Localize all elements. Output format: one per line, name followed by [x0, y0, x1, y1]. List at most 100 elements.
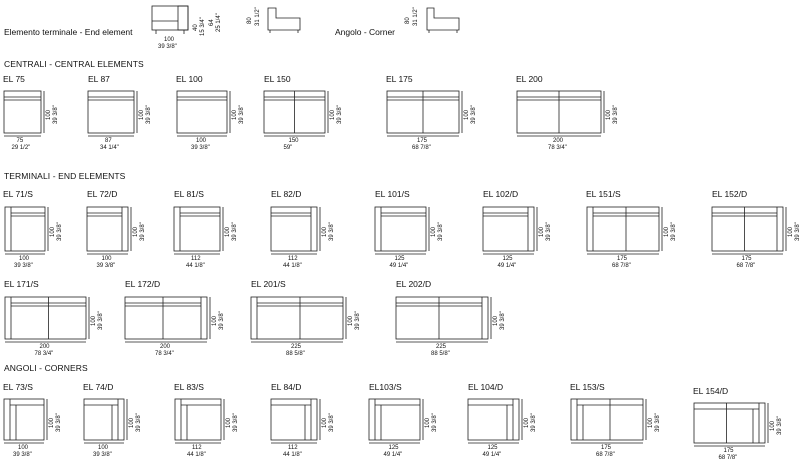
depth-cm: 100 — [606, 109, 612, 120]
width-in: 44 1/8" — [283, 263, 302, 269]
depth-cm: 100 — [330, 109, 336, 120]
width-cm: 125 — [388, 445, 399, 451]
section-end-title: TERMINALI - END ELEMENTS — [4, 171, 126, 181]
width-in: 49 1/4" — [389, 263, 409, 269]
depth-cm: 100 — [648, 417, 654, 428]
element-name: EL 83/S — [174, 382, 204, 392]
depth-in: 39 3/8" — [531, 412, 537, 432]
depth-cm: 100 — [788, 226, 794, 237]
element-name: EL 104/D — [468, 382, 504, 392]
sofa-outline — [87, 90, 135, 134]
sofa-outline — [176, 90, 228, 134]
width-cm: 112 — [192, 445, 202, 451]
width-in: 78 3/4" — [548, 145, 567, 151]
width-cm: 125 — [502, 256, 513, 262]
depth-in: 39 3/8" — [795, 222, 800, 241]
depth-in: 39 3/8" — [471, 105, 477, 124]
width-cm: 125 — [394, 256, 405, 262]
sofa-outline — [174, 398, 222, 441]
depth-in: 39 3/8" — [239, 105, 245, 124]
sofa-outline — [395, 296, 489, 340]
element-name: EL 100 — [176, 74, 203, 84]
width-in: 49 1/4" — [482, 452, 502, 458]
width-cm: 125 — [487, 445, 498, 451]
width-cm: 75 — [16, 138, 24, 144]
width-in: 88 5/8" — [286, 351, 305, 357]
width-in: 39 3/8" — [14, 263, 33, 269]
width-cm: 225 — [291, 344, 302, 350]
element-name: EL 154/D — [693, 386, 729, 396]
depth-cm: 100 — [493, 315, 499, 326]
element-name: EL 202/D — [396, 279, 432, 289]
depth-cm: 100 — [133, 226, 139, 237]
width-cm: 100 — [18, 445, 29, 451]
depth-in: 39 3/8" — [232, 222, 238, 241]
width-in: 39 3/8" — [191, 145, 210, 151]
depth-cm: 100 — [49, 417, 55, 428]
end-width-cm: 100 — [164, 37, 175, 43]
width-cm: 225 — [436, 344, 447, 350]
depth-cm: 100 — [212, 315, 218, 326]
width-cm: 112 — [288, 256, 298, 262]
sofa-outline — [270, 206, 318, 252]
sofa-outline — [711, 206, 784, 252]
width-in: 34 1/4" — [100, 145, 119, 151]
depth-cm: 100 — [664, 226, 670, 237]
sofa-outline — [570, 398, 644, 441]
sofa-outline — [270, 398, 318, 441]
depth-cm: 100 — [524, 417, 530, 428]
width-cm: 175 — [723, 448, 734, 454]
sofa-outline — [3, 398, 45, 441]
element-name: EL103/S — [369, 382, 402, 392]
width-in: 68 7/8" — [612, 263, 631, 269]
depth-cm: 100 — [322, 417, 328, 428]
section-corner-title: ANGOLI - CORNERS — [4, 363, 88, 373]
width-in: 59" — [283, 145, 293, 151]
depth-in: 39 3/8" — [500, 311, 506, 330]
element-name: EL 82/D — [271, 189, 302, 199]
depth-cm: 100 — [129, 417, 135, 428]
depth-in: 39 3/8" — [355, 311, 361, 330]
element-name: EL 150 — [264, 74, 291, 84]
element-name: EL 201/S — [251, 279, 286, 289]
element-name: EL 74/D — [83, 382, 114, 392]
sofa-outline — [3, 90, 42, 134]
depth-in: 39 3/8" — [219, 311, 225, 330]
width-cm: 175 — [417, 138, 428, 144]
depth-cm: 100 — [770, 420, 776, 431]
depth-cm: 100 — [91, 315, 97, 326]
corner-label: Angolo - Corner — [335, 27, 396, 37]
sofa-outline — [368, 398, 421, 441]
width-cm: 150 — [288, 138, 299, 144]
width-cm: 100 — [19, 256, 30, 262]
width-in: 78 3/4" — [34, 351, 54, 357]
width-in: 88 5/8" — [431, 351, 450, 357]
depth-cm: 100 — [464, 109, 470, 120]
element-name: EL 101/S — [375, 189, 410, 199]
element-name: EL 152/D — [712, 189, 748, 199]
depth-in: 39 3/8" — [53, 105, 59, 124]
element-name: EL 73/S — [3, 382, 33, 392]
depth-in: 39 3/8" — [777, 416, 783, 435]
width-in: 39 3/8" — [96, 263, 116, 269]
sofa-outline — [124, 296, 208, 340]
sofa-outline — [250, 296, 344, 340]
depth-in: 39 3/8" — [136, 412, 142, 432]
element-name: EL 175 — [386, 74, 413, 84]
width-cm: 112 — [191, 256, 201, 262]
end-width-in: 39 3/8" — [158, 44, 177, 50]
depth-cm: 100 — [226, 417, 232, 428]
width-cm: 100 — [101, 256, 112, 262]
width-in: 49 1/4" — [497, 263, 517, 269]
width-cm: 100 — [98, 445, 109, 451]
depth-in: 39 3/8" — [233, 412, 239, 432]
depth-in: 39 3/8" — [655, 412, 661, 432]
element-name: EL 200 — [516, 74, 543, 84]
width-cm: 200 — [39, 344, 50, 350]
depth-in: 39 3/8" — [146, 105, 152, 124]
depth-in: 39 3/8" — [671, 222, 677, 241]
width-in: 44 1/8" — [186, 263, 205, 269]
depth-in: 39 3/8" — [337, 105, 343, 124]
sofa-outline — [173, 206, 221, 252]
